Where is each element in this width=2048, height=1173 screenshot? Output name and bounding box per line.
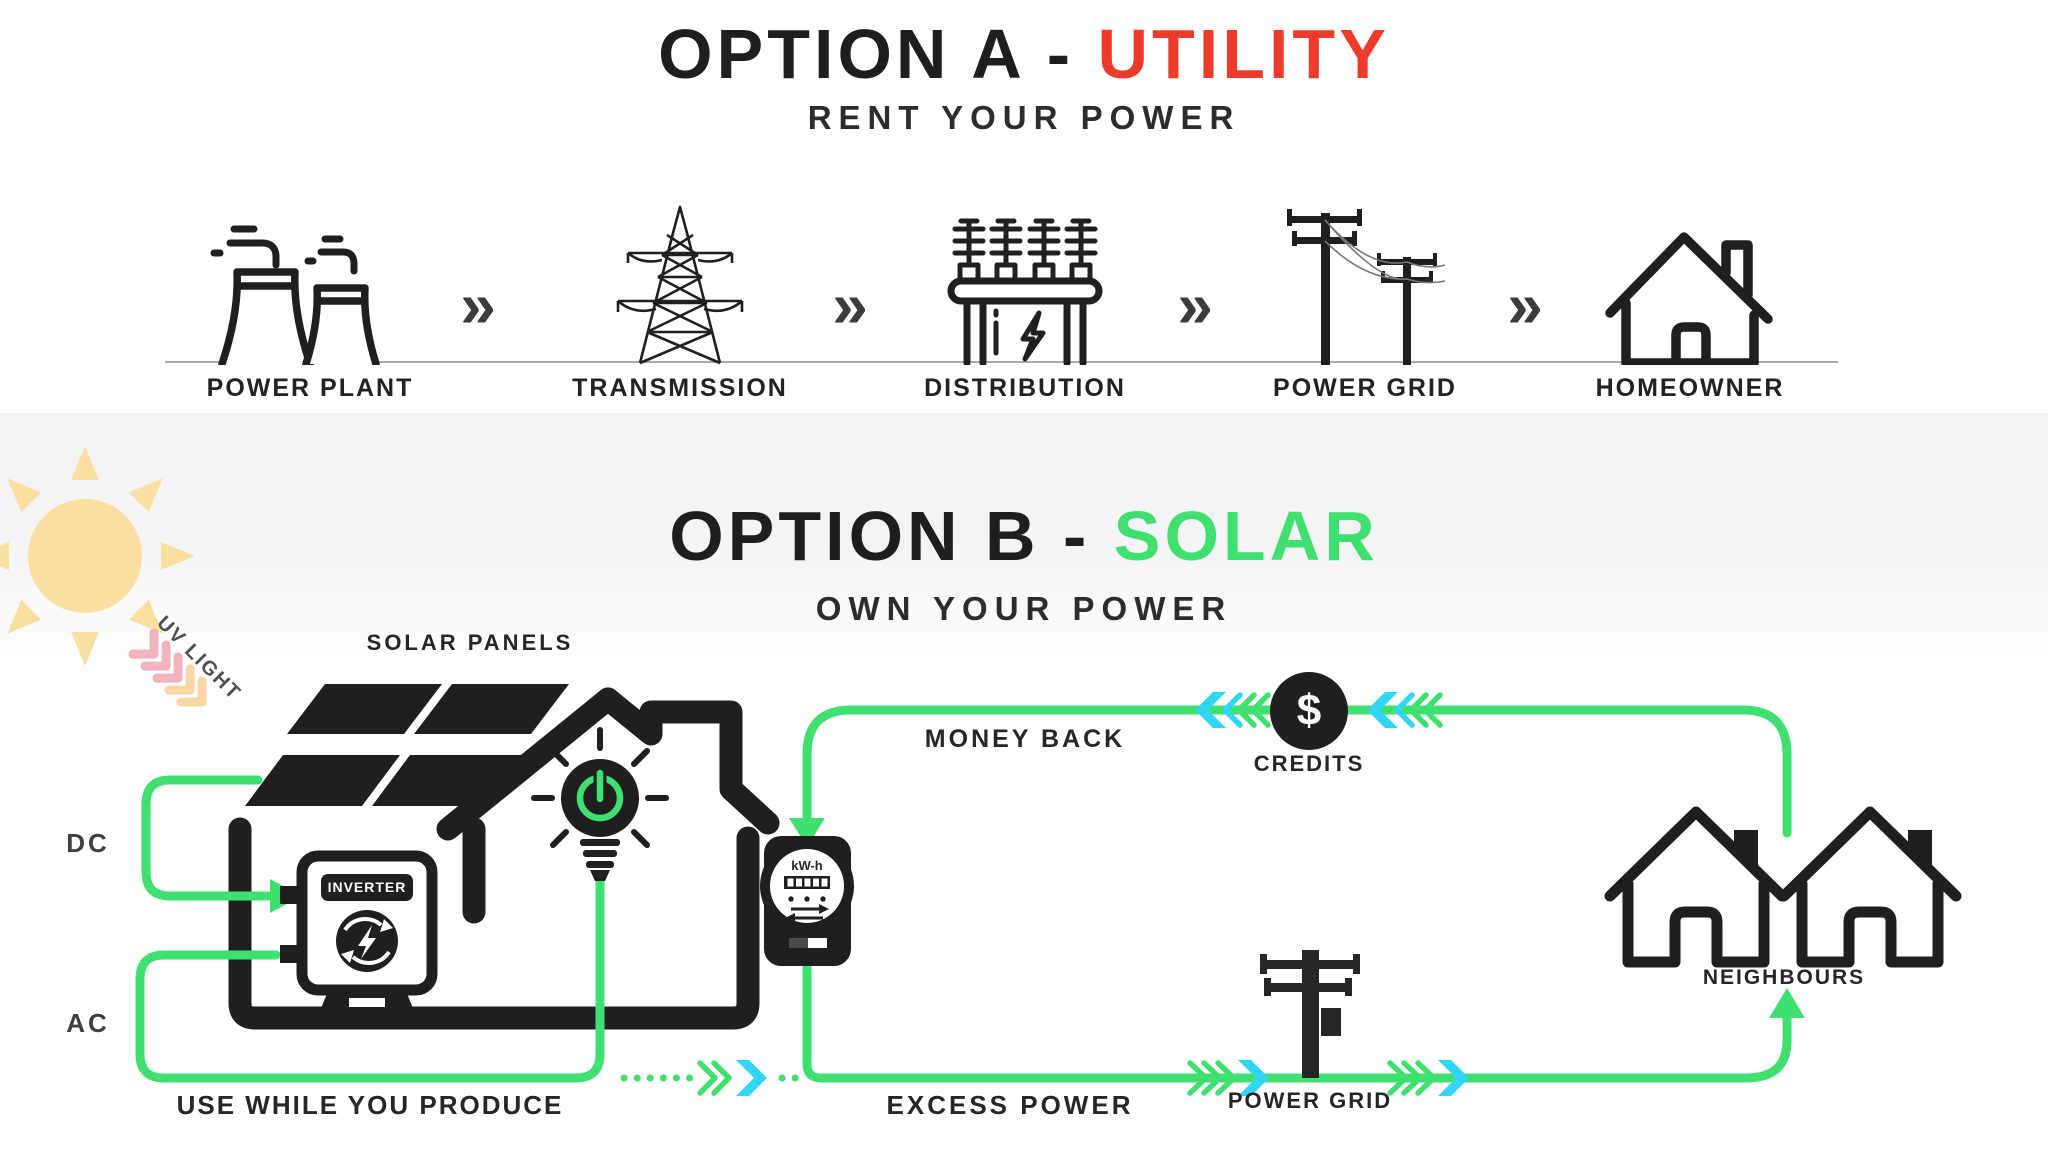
flow-arrow-icon: » <box>832 269 868 341</box>
ac-label: AC <box>66 1008 110 1038</box>
solar-panels-icon <box>245 684 569 806</box>
sun-icon <box>0 446 195 666</box>
homeowner-house-icon <box>1605 232 1773 365</box>
option-b-title-prefix: OPTION B - <box>669 497 1114 575</box>
power-grid-icon <box>1287 209 1446 365</box>
option-a-subtitle: RENT YOUR POWER <box>807 99 1241 136</box>
stage-label: DISTRIBUTION <box>924 374 1126 402</box>
transmission-tower-icon <box>616 205 744 365</box>
neighbours-label: NEIGHBOURS <box>1702 966 1866 989</box>
ground-line <box>165 361 1838 363</box>
stage-power-plant: POWER PLANT <box>200 200 420 403</box>
ac-wire <box>135 875 605 1083</box>
money-back-label: MONEY BACK <box>924 725 1126 753</box>
use-while-you-produce-label: USE WHILE YOU PRODUCE <box>176 1090 564 1120</box>
stage-power-grid: POWER GRID <box>1255 200 1475 403</box>
option-b-background-band <box>0 413 2048 661</box>
option-b-title-accent: SOLAR <box>1113 497 1379 575</box>
uv-light-rays-icon <box>128 628 207 707</box>
flow-arrow-icon: » <box>460 269 496 341</box>
power-meter-icon <box>760 836 854 966</box>
excess-power-arrows-icon <box>1187 1060 1469 1096</box>
meter-unit-label: kW-h <box>791 858 823 873</box>
solar-house-icon <box>228 687 780 1030</box>
option-b-title: OPTION B - SOLAR <box>0 496 2048 576</box>
dollar-sign-label: $ <box>1296 686 1322 735</box>
excess-power-wire <box>802 961 1805 1083</box>
dotted-wire-arrows-icon <box>697 1060 767 1096</box>
dc-label: DC <box>66 828 110 858</box>
stage-transmission: TRANSMISSION <box>570 200 790 403</box>
power-plant-icon <box>210 225 380 365</box>
option-a-title-accent: UTILITY <box>1097 15 1390 93</box>
money-back-arrows-icon <box>1195 692 1443 728</box>
option-a-title-prefix: OPTION A - <box>658 15 1098 93</box>
credits-label: CREDITS <box>1253 751 1365 776</box>
distribution-transformer-icon <box>947 218 1103 365</box>
inverter-label: INVERTER <box>321 874 413 901</box>
stage-label: TRANSMISSION <box>572 374 788 402</box>
credits-dollar-icon <box>1270 672 1348 750</box>
solar-panels-label: SOLAR PANELS <box>366 630 574 655</box>
stage-distribution: DISTRIBUTION <box>915 200 1135 403</box>
stage-label: POWER GRID <box>1273 374 1457 402</box>
flow-arrow-icon: » <box>1507 269 1543 341</box>
stage-label: HOMEOWNER <box>1595 374 1785 402</box>
option-a-title: OPTION A - UTILITY <box>0 14 2048 94</box>
excess-power-label: EXCESS POWER <box>886 1090 1134 1120</box>
light-bulb-icon <box>531 727 669 881</box>
neighbour-houses-icon <box>1604 806 1962 968</box>
power-grid-b-label: POWER GRID <box>1227 1088 1393 1113</box>
flow-arrow-icon: » <box>1177 269 1213 341</box>
option-b-subtitle: OWN YOUR POWER <box>815 590 1233 627</box>
stage-label: POWER PLANT <box>206 374 414 402</box>
stage-homeowner: HOMEOWNER <box>1580 200 1800 403</box>
power-grid-pole-icon <box>1260 950 1360 1078</box>
